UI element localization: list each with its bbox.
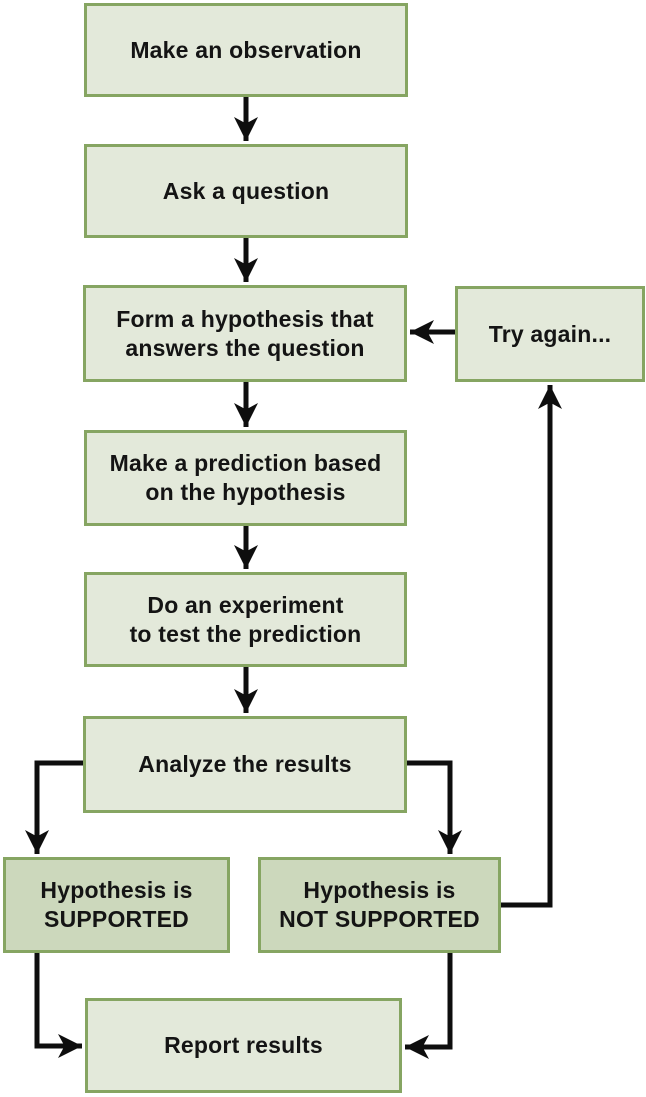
node-hypothesis-supported: Hypothesis is SUPPORTED xyxy=(3,857,230,953)
arrow-not-supported-to-try-again xyxy=(500,385,562,908)
node-ask-question: Ask a question xyxy=(84,144,408,238)
node-hypothesis-not-supported: Hypothesis is NOT SUPPORTED xyxy=(258,857,501,953)
arrow-supported-to-report xyxy=(34,952,82,1058)
arrow-analyze-to-not-supported xyxy=(406,760,463,854)
node-report-results: Report results xyxy=(85,998,402,1093)
node-make-prediction: Make a prediction based on the hypothesi… xyxy=(84,430,407,526)
arrow-analyze-to-supported xyxy=(25,760,84,854)
node-form-hypothesis: Form a hypothesis that answers the quest… xyxy=(83,285,407,382)
arrow-not-supported-to-report xyxy=(405,952,453,1060)
node-try-again: Try again... xyxy=(455,286,645,382)
node-do-experiment: Do an experiment to test the prediction xyxy=(84,572,407,667)
node-make-observation: Make an observation xyxy=(84,3,408,97)
node-analyze-results: Analyze the results xyxy=(83,716,407,813)
